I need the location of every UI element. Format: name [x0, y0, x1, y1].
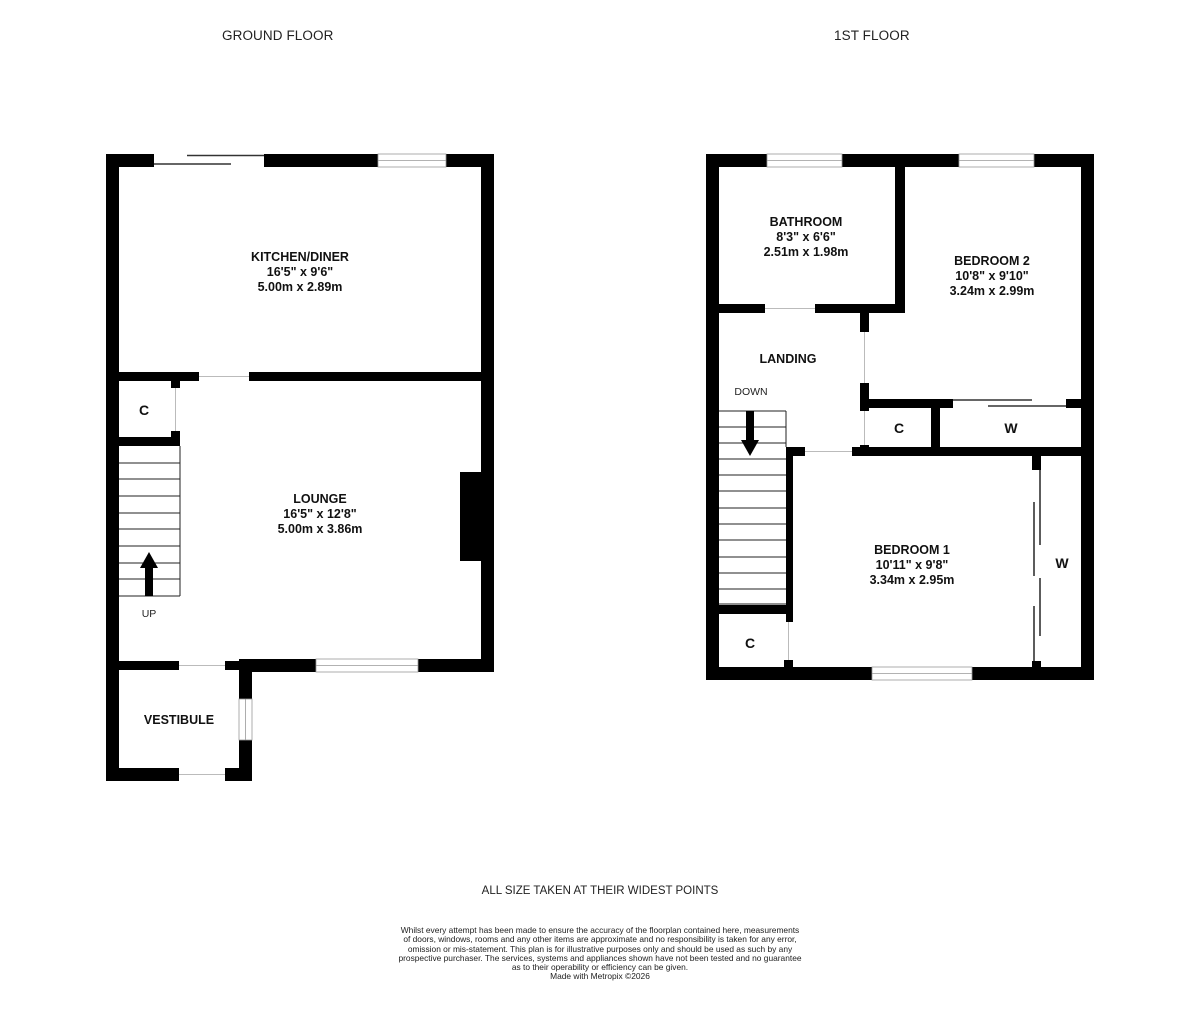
room-name: W [1055, 555, 1069, 571]
door-openings-first [765, 308, 865, 660]
first-floor-title: 1ST FLOOR [834, 28, 910, 43]
room-name: BATHROOM [769, 215, 843, 229]
room-size-imperial: 16'5" x 9'6" [266, 265, 334, 279]
ground-floor-walls [106, 154, 494, 781]
room-name: VESTIBULE [143, 713, 215, 727]
room-size-metric: 3.34m x 2.95m [869, 573, 955, 587]
room-size-metric: 5.00m x 2.89m [257, 280, 343, 294]
ground-floor-title: GROUND FLOOR [222, 28, 334, 43]
room-name: W [1004, 420, 1018, 436]
down-arrow-icon [741, 411, 759, 456]
room-size-metric: 5.00m x 3.86m [277, 522, 363, 536]
room-size-metric: 3.24m x 2.99m [949, 284, 1035, 298]
stairs-ground [119, 446, 181, 597]
disclaimer-line: prospective purchaser. The services, sys… [398, 952, 802, 963]
room-size-imperial: 10'8" x 9'10" [955, 269, 1029, 283]
disclaimer-line: of doors, windows, rooms and any other i… [403, 934, 797, 945]
room-wardrobe-bedroom-1: W [1055, 556, 1068, 571]
room-bedroom-2: BEDROOM 2 10'8" x 9'10" 3.24m x 2.99m [950, 254, 1035, 299]
room-size-imperial: 10'11" x 9'8" [875, 558, 949, 572]
room-cupboard-ground: C [139, 403, 149, 418]
widest-points-note: ALL SIZE TAKEN AT THEIR WIDEST POINTS [481, 885, 719, 897]
windows-first [766, 153, 1035, 681]
room-vestibule: VESTIBULE [144, 713, 214, 728]
first-floor-walls [706, 154, 1094, 680]
disclaimer-line: as to their operability or efficiency ca… [511, 962, 689, 973]
room-cupboard-stairs: C [745, 636, 755, 651]
stairs-up-label: UP [141, 608, 157, 620]
door-openings-ground [175, 376, 249, 775]
disclaimer-line: omission or mis-statement. This plan is … [407, 943, 793, 954]
room-bedroom-1: BEDROOM 1 10'11" x 9'8" 3.34m x 2.95m [870, 543, 955, 588]
room-name: BEDROOM 1 [874, 543, 950, 557]
room-name: C [744, 635, 756, 651]
room-kitchen-diner: KITCHEN/DINER 16'5" x 9'6" 5.00m x 2.89m [251, 250, 349, 295]
room-name: KITCHEN/DINER [251, 250, 349, 264]
room-size-imperial: 8'3" x 6'6" [776, 230, 836, 244]
disclaimer: Whilst every attempt has been made to en… [0, 925, 1200, 982]
room-landing: LANDING [760, 352, 817, 367]
windows-ground [238, 153, 447, 741]
room-size-metric: 2.51m x 1.98m [763, 245, 849, 259]
room-lounge: LOUNGE 16'5" x 12'8" 5.00m x 3.86m [278, 492, 363, 537]
room-cupboard-landing: C [894, 421, 904, 436]
metropix-credit: Made with Metropix ©2026 [550, 971, 650, 982]
room-name: BEDROOM 2 [954, 254, 1030, 268]
disclaimer-line: Whilst every attempt has been made to en… [400, 925, 800, 935]
room-name: LANDING [759, 352, 817, 366]
stairs-down-label: DOWN [734, 386, 768, 398]
room-wardrobe-bedroom-2: W [1004, 421, 1017, 436]
room-bathroom: BATHROOM 8'3" x 6'6" 2.51m x 1.98m [764, 215, 849, 260]
sliding-door [154, 154, 264, 165]
sliding-wardrobe-doors [953, 399, 1066, 661]
room-size-imperial: 16'5" x 12'8" [283, 507, 357, 521]
room-name: C [893, 420, 905, 436]
up-arrow-icon [140, 552, 158, 596]
room-name: C [138, 402, 150, 418]
room-name: LOUNGE [293, 492, 347, 506]
